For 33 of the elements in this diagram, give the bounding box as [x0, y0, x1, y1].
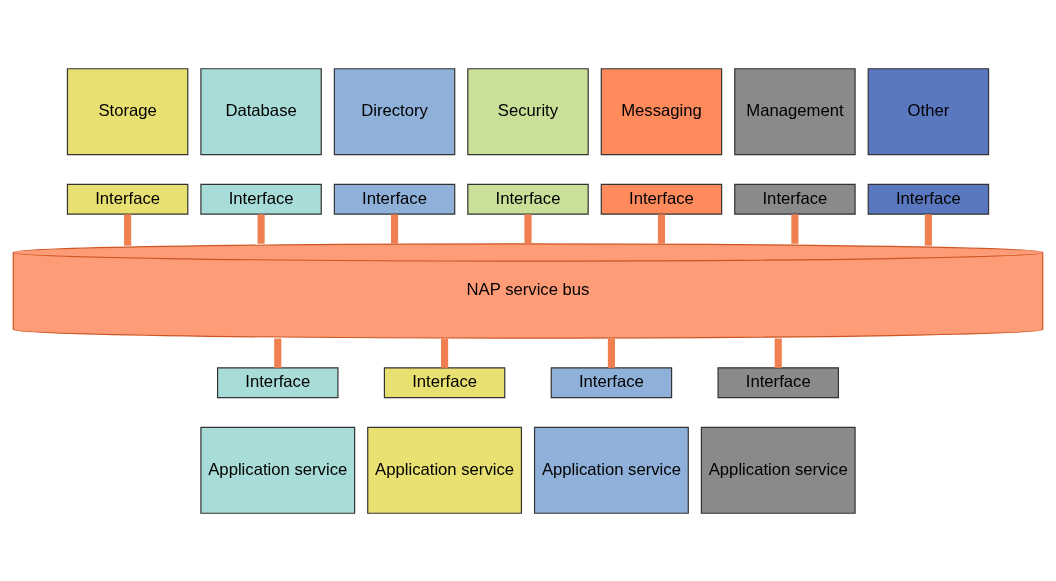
- node-box: Interface: [467, 183, 589, 215]
- node-box: Interface: [867, 183, 990, 215]
- connector: [390, 213, 399, 244]
- connector: [441, 338, 449, 368]
- connector: [524, 213, 532, 244]
- node-box: Interface: [217, 366, 339, 398]
- node-box: Directory: [333, 67, 456, 155]
- connector: [791, 213, 799, 244]
- node-box: Application service: [533, 426, 689, 514]
- node-box: Security: [467, 67, 589, 155]
- node-box: Interface: [600, 183, 723, 215]
- node-box: Interface: [734, 183, 856, 215]
- node-box: Management: [734, 67, 856, 155]
- connector: [657, 213, 666, 244]
- connector: [257, 213, 265, 244]
- node-box: Interface: [717, 366, 839, 398]
- node-box: Application service: [700, 426, 856, 514]
- node-box: Other: [867, 67, 990, 155]
- connector: [607, 338, 615, 368]
- connector: [774, 338, 782, 368]
- connector: [124, 213, 132, 246]
- connector: [274, 338, 282, 368]
- node-box: Interface: [550, 366, 673, 398]
- node-box: Application service: [367, 426, 523, 514]
- connector: [924, 213, 932, 246]
- node-box: Interface: [66, 183, 189, 215]
- node-box: Interface: [383, 366, 506, 398]
- node-box: Storage: [66, 67, 189, 155]
- node-box: Interface: [333, 183, 456, 215]
- node-box: Application service: [200, 426, 356, 514]
- node-box: Database: [200, 67, 322, 155]
- node-box: Messaging: [600, 67, 723, 155]
- node-box: Interface: [200, 183, 322, 215]
